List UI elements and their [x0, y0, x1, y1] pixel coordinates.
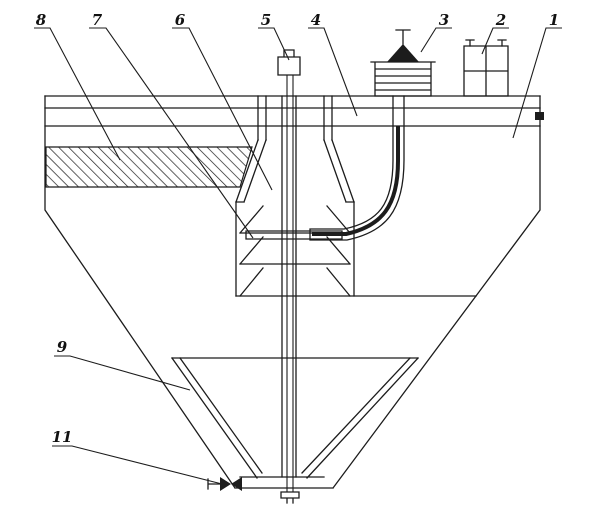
- leader-11: [52, 445, 223, 485]
- deflector-cone-3: [239, 267, 351, 297]
- shaft-outer-tube: [281, 95, 297, 478]
- wall-fitting: [535, 112, 544, 120]
- leader-7: [89, 27, 254, 239]
- feed-pipe: [309, 95, 405, 241]
- feedwell-column: [235, 95, 477, 297]
- inner-cone: [171, 357, 419, 479]
- control-box-posts: [465, 39, 507, 47]
- leader-1: [512, 27, 562, 139]
- discharge-valve: [207, 477, 242, 491]
- tank-wall-outline: [44, 95, 541, 489]
- callout-labels: 8 7 6 5 4 3 2 1 9 11: [36, 11, 559, 446]
- feed-pipe-outline: [309, 95, 405, 241]
- control-box: [463, 39, 509, 97]
- leader-2: [481, 27, 509, 55]
- shaft-bottom-foot: [280, 491, 300, 504]
- leader-4: [308, 27, 358, 117]
- leader-3: [420, 27, 452, 53]
- feedwell-bell: [235, 139, 355, 203]
- deflector-cones: [239, 205, 351, 297]
- callout-label-7: 7: [92, 11, 103, 29]
- callout-label-5: 5: [261, 11, 271, 29]
- feedwell-upper-walls: [257, 95, 333, 141]
- callout-label-8: 8: [36, 11, 47, 29]
- feedwell-lower-walls: [235, 201, 355, 297]
- lamella-plate-pack: [45, 146, 253, 188]
- motor-body: [370, 61, 436, 97]
- shaft-inner-pipe: [286, 75, 294, 492]
- callout-label-3: 3: [439, 11, 449, 29]
- callout-label-9: 9: [57, 338, 68, 356]
- shaft-top-box: [277, 49, 301, 76]
- leader-6: [172, 27, 273, 191]
- motor-coupling-cone: [387, 44, 419, 62]
- central-shaft: [277, 49, 301, 504]
- leader-9: [54, 355, 191, 391]
- valve-bowtie: [220, 477, 242, 491]
- leader-8: [34, 27, 121, 161]
- leader-5: [258, 27, 290, 61]
- control-box-body: [463, 45, 509, 97]
- rake-arm-bar: [245, 230, 343, 240]
- callout-label-4: 4: [311, 11, 321, 29]
- drive-motor: [370, 29, 436, 97]
- callout-label-1: 1: [549, 11, 559, 29]
- motor-stem: [395, 29, 411, 45]
- callout-label-6: 6: [175, 11, 186, 29]
- inner-cone-walls: [171, 357, 419, 479]
- callout-label-11: 11: [52, 428, 73, 446]
- callout-leaders: [34, 27, 562, 485]
- callout-label-2: 2: [495, 11, 506, 29]
- tank-body: [44, 95, 544, 489]
- deflector-cone-2: [239, 236, 351, 265]
- feed-pipe-core: [312, 126, 400, 236]
